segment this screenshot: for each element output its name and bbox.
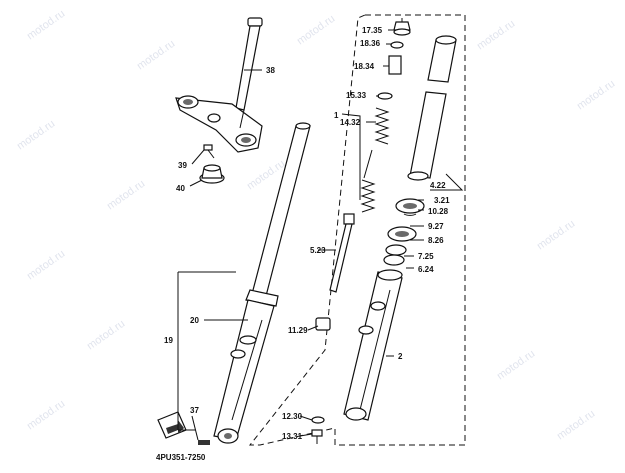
callout-10-28: 10.28 <box>428 207 449 216</box>
drain-bolt-part <box>311 429 323 444</box>
drain-washer-part <box>311 416 325 424</box>
cap-bolt-part <box>393 18 411 36</box>
callout-37: 37 <box>190 406 199 415</box>
callout-38: 38 <box>266 66 275 75</box>
collar-40-part <box>199 164 225 184</box>
watermark-text: motod.ru <box>105 178 147 213</box>
callout-15-33: 15.33 <box>346 91 367 100</box>
callout-39: 39 <box>178 161 187 170</box>
watermark-text: motod.ru <box>475 18 517 53</box>
steering-stem-part <box>175 17 263 153</box>
callout-18-34: 18.34 <box>354 62 375 71</box>
damper-rod-part <box>329 213 355 293</box>
callout-5-23: 5.23 <box>310 246 326 255</box>
callout-20: 20 <box>190 316 199 325</box>
callout-4-22: 4.22 <box>430 181 446 190</box>
watermark-layer: motod.ru motod.ru motod.ru motod.ru moto… <box>15 8 617 443</box>
o-ring-part <box>390 41 404 49</box>
callout-11-29: 11.29 <box>288 326 308 335</box>
assembly-outline <box>248 14 466 446</box>
callout-1: 1 <box>334 111 339 120</box>
watermark-text: motod.ru <box>25 248 67 283</box>
watermark-text: motod.ru <box>575 78 617 113</box>
watermark-text: motod.ru <box>25 398 67 433</box>
callout-12-30: 12.30 <box>282 412 303 421</box>
callout-19: 19 <box>164 336 173 345</box>
oil-lock-piece <box>315 317 331 331</box>
washer-part <box>377 92 393 100</box>
callout-6-24: 6.24 <box>418 265 434 274</box>
callout-7-25: 7.25 <box>418 252 434 261</box>
outer-tube-part <box>343 269 403 421</box>
watermark-text: motod.ru <box>25 8 67 43</box>
callout-18-36: 18.36 <box>360 39 381 48</box>
watermark-text: motod.ru <box>535 218 577 253</box>
watermark-text: motod.ru <box>295 13 337 48</box>
callout-13-31: 13.31 <box>282 432 303 441</box>
watermark-text: motod.ru <box>555 408 597 443</box>
spacer-part <box>388 55 402 75</box>
seal-parts <box>383 198 425 266</box>
watermark-text: motod.ru <box>495 348 537 383</box>
watermark-text: motod.ru <box>85 318 127 353</box>
diagram-code: 4PU351-7250 <box>156 453 206 462</box>
callout-40: 40 <box>176 184 185 193</box>
callout-17-35: 17.35 <box>362 26 383 35</box>
watermark-text: motod.ru <box>15 118 57 153</box>
callout-2: 2 <box>398 352 403 361</box>
fork-spring-part <box>360 107 390 213</box>
bolt-39-part <box>203 144 215 159</box>
callout-8-26: 8.26 <box>428 236 444 245</box>
leader-lines <box>177 29 464 441</box>
front-arrow-icon <box>157 411 187 439</box>
inner-tube-part <box>407 35 457 181</box>
watermark-text: motod.ru <box>135 38 177 73</box>
callout-9-27: 9.27 <box>428 222 444 231</box>
callout-3-21: 3.21 <box>434 196 450 205</box>
fork-assembly-20 <box>198 122 311 445</box>
callout-labels: 38 39 40 17.35 18.36 18.34 15.33 1 14.32… <box>156 26 450 462</box>
callout-14-32: 14.32 <box>340 118 361 127</box>
